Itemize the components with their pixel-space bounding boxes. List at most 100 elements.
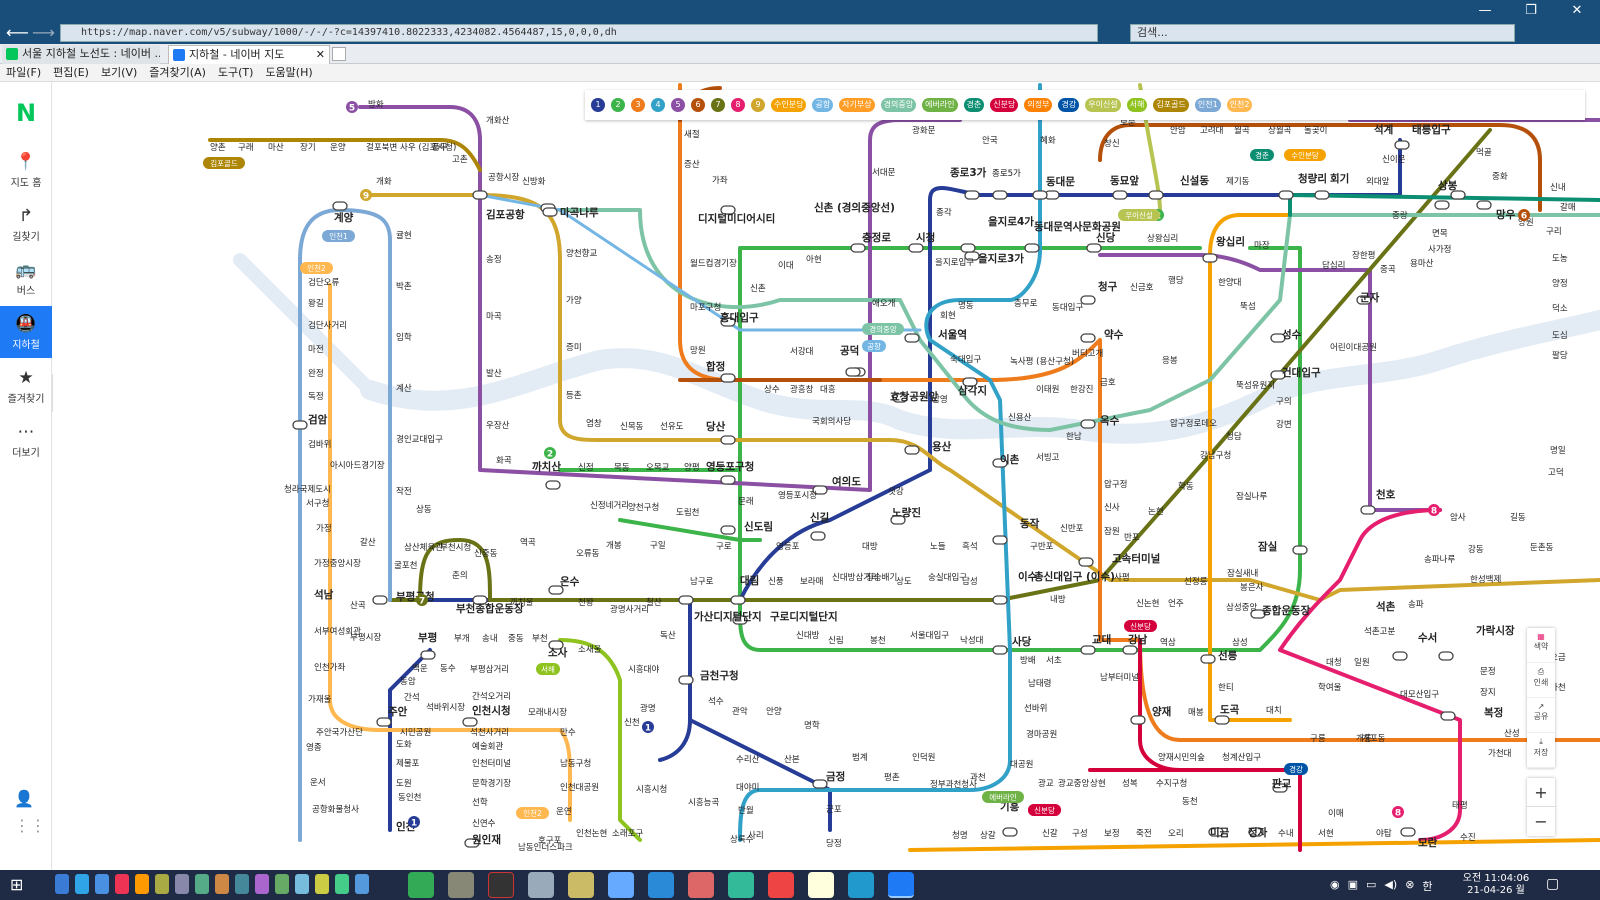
- station-label[interactable]: 운서: [310, 778, 326, 788]
- station-label[interactable]: 인천논현: [576, 828, 607, 839]
- station-label[interactable]: 운양: [330, 142, 346, 153]
- line-filter-chip[interactable]: 8: [731, 98, 745, 112]
- app-icon[interactable]: [215, 874, 229, 894]
- line-filter-chip[interactable]: 인천2: [1226, 98, 1253, 112]
- station-label[interactable]: 정부과천청사: [930, 779, 977, 790]
- station-label[interactable]: 간석: [404, 692, 420, 703]
- station-label[interactable]: 인천시청: [472, 704, 511, 717]
- station-label[interactable]: 국회의사당: [812, 416, 851, 427]
- station-label[interactable]: 임학: [396, 332, 412, 343]
- station-label[interactable]: 청담: [1226, 431, 1242, 442]
- station-label[interactable]: 남동인더스파크: [518, 842, 573, 853]
- station-label[interactable]: 가정중앙시장: [314, 558, 361, 569]
- interchange-node[interactable]: [992, 535, 1008, 545]
- sidebar-item-directions[interactable]: ↱ 길찾기: [0, 198, 52, 250]
- station-label[interactable]: 암사: [1450, 512, 1466, 523]
- station-label[interactable]: 길동: [1510, 513, 1526, 523]
- line-filter-chip[interactable]: 신분당: [990, 98, 1019, 112]
- station-label[interactable]: 예술회관: [472, 741, 503, 752]
- station-label[interactable]: 검암: [308, 414, 328, 426]
- running-app-icon[interactable]: [488, 872, 514, 898]
- station-label[interactable]: 걸포북변: [366, 142, 397, 153]
- station-label[interactable]: 풍무: [432, 143, 448, 153]
- station-label[interactable]: 구래: [238, 143, 254, 153]
- running-app-icon[interactable]: [768, 872, 794, 898]
- station-label[interactable]: 검단오류: [308, 277, 339, 288]
- station-label[interactable]: 시흥능곡: [688, 797, 719, 808]
- ie-icon[interactable]: [55, 874, 69, 894]
- station-label[interactable]: 한티: [1218, 683, 1234, 693]
- interchange-node[interactable]: [1394, 140, 1410, 150]
- station-label[interactable]: 석천사거리: [470, 727, 509, 738]
- station-label[interactable]: 공항화물청사: [312, 805, 359, 815]
- station-label[interactable]: 성수: [1282, 328, 1302, 341]
- interchange-node[interactable]: [890, 515, 906, 525]
- station-label[interactable]: 숙대입구: [950, 355, 981, 365]
- line-filter-chip[interactable]: 5: [671, 98, 685, 112]
- app-icon[interactable]: [295, 874, 309, 894]
- station-label[interactable]: 중동: [508, 634, 524, 644]
- station-label[interactable]: 인천대공원: [560, 782, 599, 793]
- back-button[interactable]: ⟵: [6, 23, 29, 42]
- tab-naver-map-subway[interactable]: 지하철 - 네이버 지도 ✕: [168, 45, 330, 64]
- station-label[interactable]: 청명: [952, 830, 968, 841]
- station-label[interactable]: 뚝섬: [1240, 301, 1256, 312]
- interchange-node[interactable]: [812, 485, 828, 495]
- station-label[interactable]: 경인교대입구: [396, 434, 443, 445]
- station-label[interactable]: 동대문: [1046, 175, 1075, 188]
- app-icon[interactable]: [235, 874, 249, 894]
- interchange-node[interactable]: [1080, 645, 1096, 655]
- station-label[interactable]: 철산: [646, 597, 662, 608]
- line-filter-chip[interactable]: 인천1: [1194, 98, 1221, 112]
- interchange-node[interactable]: [992, 645, 1008, 655]
- interchange-node[interactable]: [1112, 190, 1128, 200]
- station-label[interactable]: 구룡: [1310, 734, 1326, 744]
- station-label[interactable]: 태릉입구: [1412, 123, 1451, 136]
- station-label[interactable]: 논현: [1148, 507, 1164, 517]
- station-label[interactable]: 종합운동장: [1262, 604, 1311, 617]
- station-label[interactable]: 대청: [1326, 658, 1342, 668]
- station-label[interactable]: 송파나루: [1424, 555, 1455, 565]
- station-label[interactable]: 교대: [1092, 633, 1111, 646]
- station-label[interactable]: 효창공원앞: [890, 390, 939, 403]
- running-app-icon[interactable]: [728, 872, 754, 898]
- station-label[interactable]: 신연수: [472, 819, 496, 829]
- station-label[interactable]: 검바위: [308, 439, 331, 450]
- station-label[interactable]: 신목동: [620, 422, 644, 432]
- station-label[interactable]: 안양: [766, 706, 782, 717]
- station-label[interactable]: 서대문: [872, 168, 896, 178]
- station-label[interactable]: 소래포구: [612, 829, 643, 839]
- station-label[interactable]: 숭실대입구: [928, 572, 967, 583]
- station-label[interactable]: 명학: [804, 720, 820, 731]
- station-label[interactable]: 신용산: [1008, 412, 1032, 423]
- station-label[interactable]: 디지털미디어시티: [698, 212, 775, 225]
- station-label[interactable]: 봉천: [870, 635, 886, 646]
- station-label[interactable]: 우장산: [486, 420, 510, 431]
- station-label[interactable]: 언주: [1168, 598, 1184, 609]
- station-label[interactable]: 월곡: [1234, 125, 1250, 136]
- interchange-node[interactable]: [1208, 827, 1224, 837]
- station-label[interactable]: 야탑: [1376, 828, 1392, 839]
- station-label[interactable]: 동수: [440, 664, 456, 674]
- station-label[interactable]: 수리산: [736, 754, 760, 765]
- station-label[interactable]: 원인재: [472, 833, 501, 846]
- station-label[interactable]: 구반포: [1030, 541, 1054, 552]
- station-label[interactable]: 서초: [1046, 656, 1062, 666]
- interchange-node[interactable]: [376, 717, 392, 727]
- station-label[interactable]: 한강진: [1070, 384, 1093, 395]
- running-app-icon[interactable]: [568, 872, 594, 898]
- station-label[interactable]: 샛강: [888, 486, 904, 497]
- station-label[interactable]: 부천종합운동장: [456, 602, 524, 615]
- station-label[interactable]: 산곡: [350, 600, 366, 611]
- station-label[interactable]: 동암: [400, 676, 416, 687]
- station-label[interactable]: 양원: [1518, 217, 1534, 228]
- station-label[interactable]: 독산: [660, 630, 676, 641]
- station-label[interactable]: 계양: [334, 211, 354, 224]
- station-label[interactable]: 사리: [748, 831, 764, 841]
- station-label[interactable]: 신대방삼거리: [832, 572, 879, 583]
- station-label[interactable]: 명일: [1550, 445, 1566, 456]
- interchange-node[interactable]: [720, 373, 736, 383]
- interchange-node[interactable]: [1438, 651, 1454, 661]
- station-label[interactable]: 남부터미널: [1100, 673, 1139, 683]
- station-label[interactable]: 상수: [764, 384, 780, 395]
